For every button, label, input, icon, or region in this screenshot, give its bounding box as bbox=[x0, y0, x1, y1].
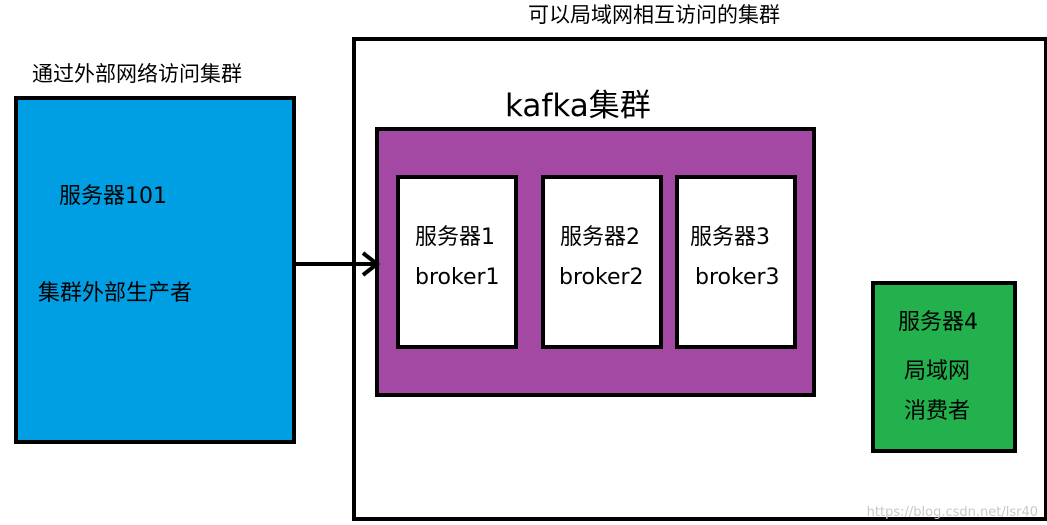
broker-2-server-label: 服务器2 bbox=[560, 225, 640, 250]
watermark-text: https://blog.csdn.net/lsr40 bbox=[866, 505, 1038, 520]
external-producer-label: 集群外部生产者 bbox=[38, 281, 193, 306]
consumer-line-2: 消费者 bbox=[904, 399, 971, 424]
external-network-label: 通过外部网络访问集群 bbox=[32, 62, 242, 86]
broker-node-3: 服务器3 broker3 bbox=[675, 175, 797, 349]
lan-consumer-node: 服务器4 局域网 消费者 bbox=[871, 281, 1017, 453]
lan-cluster-label: 可以局域网相互访问的集群 bbox=[528, 3, 780, 27]
broker-3-server-label: 服务器3 bbox=[690, 225, 770, 250]
broker-node-1: 服务器1 broker1 bbox=[396, 175, 518, 349]
arrow-head bbox=[361, 251, 381, 277]
external-producer-node: 服务器101 集群外部生产者 bbox=[14, 96, 296, 444]
broker-3-name-label: broker3 bbox=[695, 265, 780, 290]
broker-2-name-label: broker2 bbox=[559, 265, 644, 290]
broker-1-server-label: 服务器1 bbox=[415, 225, 495, 250]
server-4-label: 服务器4 bbox=[898, 310, 978, 335]
broker-1-name-label: broker1 bbox=[415, 265, 500, 290]
consumer-line-1: 局域网 bbox=[904, 359, 971, 384]
kafka-cluster-label: kafka集群 bbox=[505, 88, 651, 124]
server-101-label: 服务器101 bbox=[59, 184, 167, 209]
broker-node-2: 服务器2 broker2 bbox=[541, 175, 663, 349]
